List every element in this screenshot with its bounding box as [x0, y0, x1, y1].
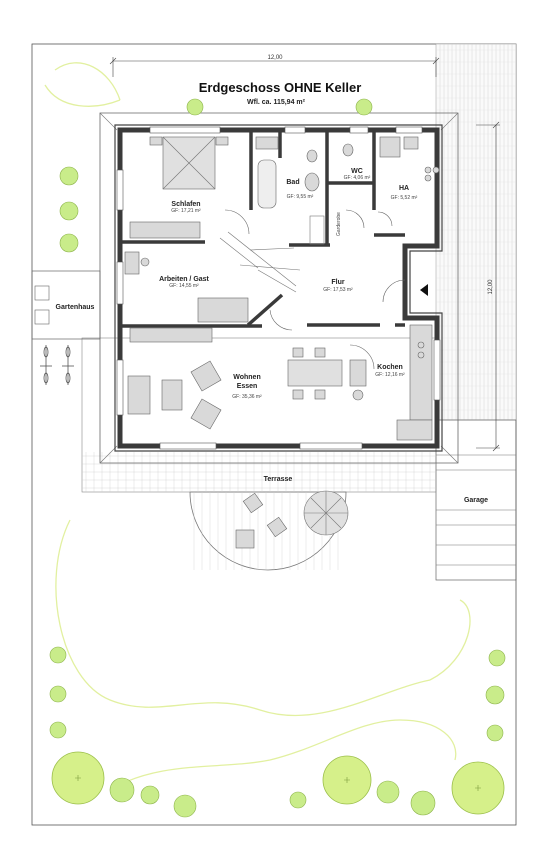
bedroom-furniture [129, 136, 229, 239]
garden-paths [44, 62, 471, 791]
garage [435, 419, 517, 581]
bathroom-fixtures [255, 136, 325, 245]
room-essen-name: Essen [237, 383, 258, 390]
stairs [219, 231, 301, 293]
tree-icon [355, 98, 373, 116]
tree-center-mark [344, 777, 350, 783]
room-wc-name: WC [351, 168, 363, 175]
room-ha-name: HA [399, 185, 409, 192]
tree-center-mark [475, 785, 481, 791]
room-kochen-name: Kochen [377, 364, 403, 371]
living-furniture [127, 327, 367, 430]
interior-walls [122, 130, 405, 328]
room-ha-area: GF: 5,52 m² [391, 195, 418, 201]
room-schlafen-area: GF: 17,21 m² [171, 208, 201, 214]
roof-outline [99, 112, 459, 464]
room-wc-area: GF: 4,06 m² [344, 175, 371, 181]
dimension-horizontal [109, 57, 440, 77]
terrace-label: Terrasse [264, 476, 293, 483]
tree-icon [49, 721, 67, 739]
plan-subtitle: Wfl. ca. 115,94 m² [247, 99, 306, 106]
plan-title: Erdgeschoss OHNE Keller [199, 80, 362, 95]
room-wohnen-name: Wohnen [233, 374, 260, 381]
office-furniture [124, 251, 249, 323]
tree-icon [488, 649, 506, 667]
room-garderobe-name: Garderobe [336, 212, 342, 236]
room-flur-name: Flur [331, 279, 344, 286]
garage-label: Garage [464, 497, 488, 504]
trees [49, 98, 506, 818]
tree-icon [140, 785, 160, 805]
tree-icon [376, 780, 400, 804]
tree-icon [59, 233, 79, 253]
tree-icon [289, 791, 307, 809]
room-flur-area: GF: 17,53 m² [323, 287, 353, 293]
room-kochen-area: GF: 12,16 m² [375, 372, 405, 378]
dimension-vertical-label: 12,00 [488, 279, 494, 295]
dimension-vertical [476, 121, 500, 452]
bicycle-icon [40, 345, 74, 385]
room-arbeiten-name: Arbeiten / Gast [159, 276, 209, 283]
tree-icon [486, 724, 504, 742]
tree-icon [186, 98, 204, 116]
gartenhaus-label: Gartenhaus [56, 304, 95, 311]
tree-icon [49, 685, 67, 703]
kitchen-units [396, 324, 433, 441]
wc-fixtures [342, 136, 440, 182]
tree-icon [410, 790, 436, 816]
room-schlafen-name: Schlafen [171, 201, 200, 208]
room-arbeiten-area: GF: 14,55 m² [169, 283, 199, 289]
room-bad-area: GF: 9,55 m² [287, 194, 314, 200]
tree-icon [109, 777, 135, 803]
windows [116, 126, 441, 450]
driveway-hatch [435, 43, 517, 421]
tree-icon [59, 166, 79, 186]
tree-icon [485, 685, 505, 705]
tree-center-mark [75, 775, 81, 781]
entrance-arrow-icon [420, 284, 428, 296]
tree-icon [59, 201, 79, 221]
dimension-horizontal-label: 12,00 [267, 55, 283, 61]
room-bad-name: Bad [286, 179, 299, 186]
door-swings [224, 209, 406, 370]
room-wohnen-area: GF: 35,36 m² [232, 394, 262, 400]
tree-icon [49, 646, 67, 664]
tree-icon [173, 794, 197, 818]
terrace-furniture [235, 490, 349, 549]
